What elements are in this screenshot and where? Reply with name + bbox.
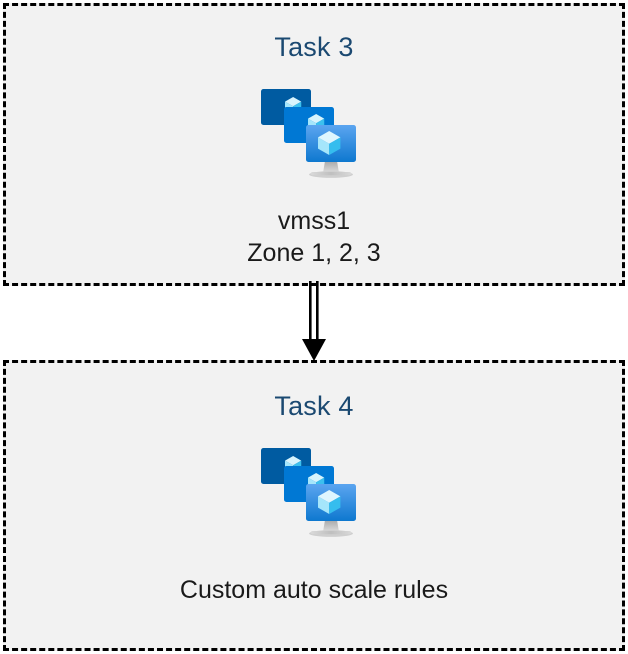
connector-task3-to-task4 (296, 281, 332, 363)
caption-line: Zone 1, 2, 3 (247, 239, 381, 267)
task-title: Task 3 (274, 32, 354, 62)
virtual-machine-scale-set-icon (259, 83, 369, 183)
caption-line: vmss1 (277, 207, 351, 235)
caption-line: Custom auto scale rules (179, 576, 449, 604)
task-title: Task 4 (274, 391, 354, 421)
task-caption: Custom auto scale rules (180, 574, 448, 606)
task-node-task3[interactable]: Task 3 (3, 3, 625, 286)
virtual-machine-scale-set-icon (259, 442, 369, 542)
task-node-task4[interactable]: Task 4 (3, 360, 625, 651)
task-caption: vmss1 Zone 1, 2, 3 (247, 205, 380, 269)
